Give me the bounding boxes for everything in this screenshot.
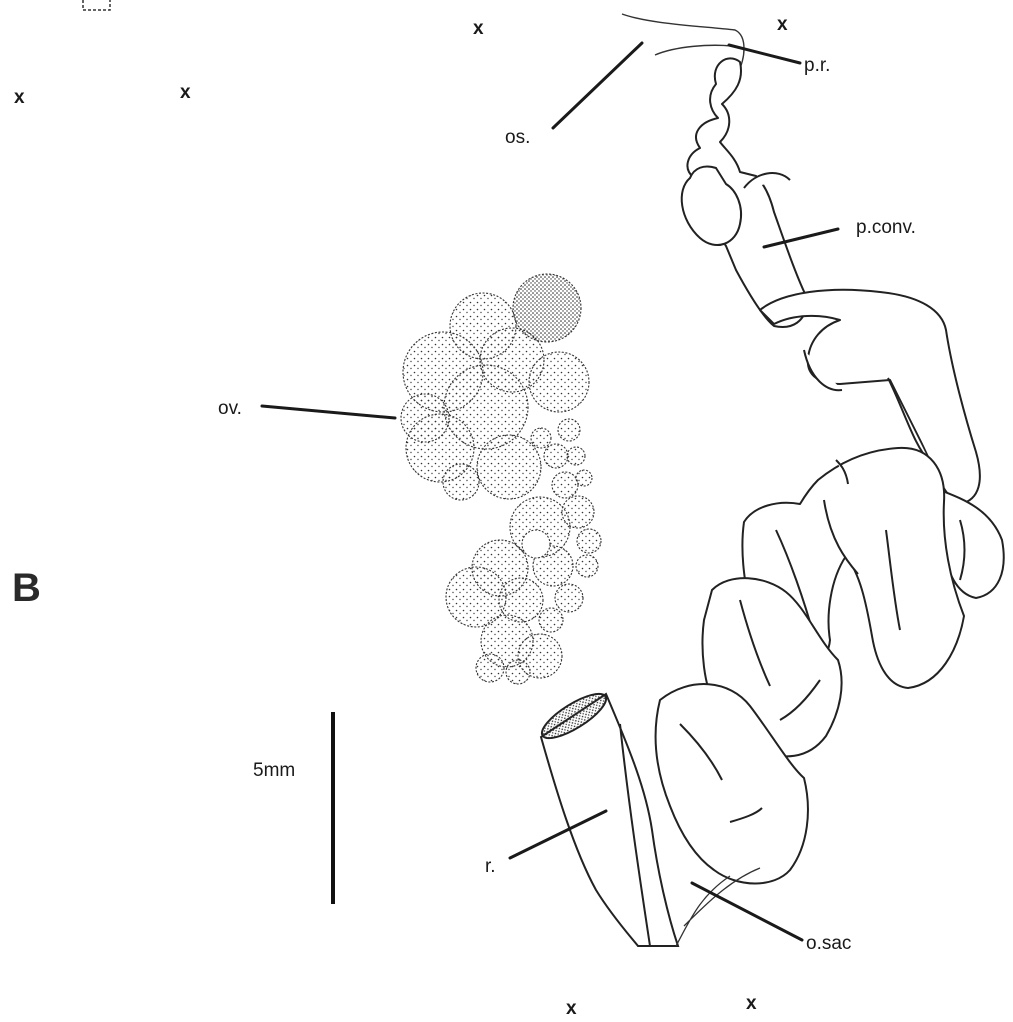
registration-mark: x [777, 15, 788, 34]
intestine-drawing [655, 58, 1003, 883]
leader-ov [262, 406, 395, 418]
panel-letter: B [12, 568, 41, 608]
registration-mark: x [746, 994, 757, 1013]
label-r: r. [485, 857, 496, 876]
registration-mark: x [14, 88, 25, 107]
label-os: os. [505, 128, 530, 147]
label-pr: p.r. [804, 56, 830, 75]
label-ov: ov. [218, 399, 242, 418]
leader-osac [692, 883, 802, 940]
label-osac: o.sac [806, 934, 851, 953]
leader-os [553, 43, 642, 128]
label-pconv: p.conv. [856, 218, 916, 237]
frame-corner [83, 0, 110, 10]
ovary-drawing [401, 274, 601, 684]
leader-pr [729, 45, 800, 63]
registration-mark: x [180, 83, 191, 102]
scale-bar-label: 5mm [253, 761, 295, 780]
registration-mark: x [473, 19, 484, 38]
registration-mark: x [566, 999, 577, 1018]
